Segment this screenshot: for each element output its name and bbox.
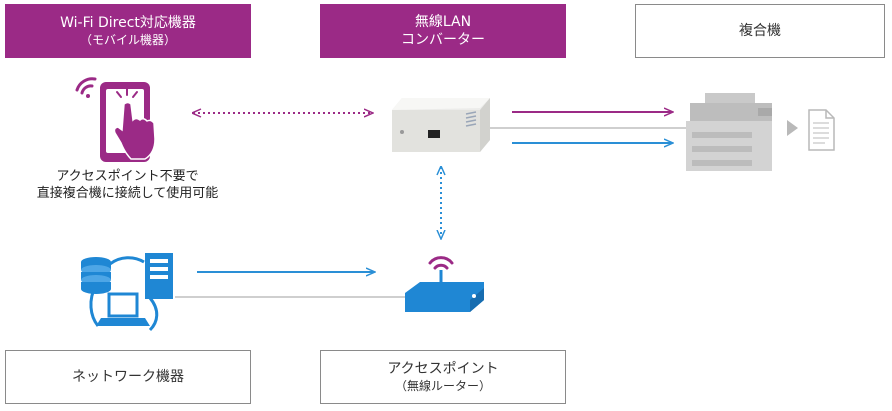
network-devices-icon (81, 253, 173, 332)
laptop-icon (96, 292, 150, 326)
wireless-lan-converter-label: 無線LAN コンバーター (320, 4, 566, 58)
document-icon (808, 109, 835, 151)
wifi-signal-icon (75, 77, 97, 98)
server-stack-icon (81, 257, 111, 294)
wifi-direct-device-label: Wi-Fi Direct対応機器 （モバイル機器） (5, 4, 251, 58)
access-point-icon (405, 256, 484, 312)
wireless-lan-converter-subtitle: コンバーター (401, 32, 485, 48)
tower-server-icon (145, 253, 173, 299)
access-point-label: アクセスポイント （無線ルーター） (320, 350, 566, 404)
network-device-label: ネットワーク機器 (5, 350, 251, 404)
wifi-direct-device-subtitle: （モバイル機器） (79, 33, 176, 47)
router-wifi-signal-icon (428, 256, 454, 270)
direct-connection-caption-line1: アクセスポイント不要で (56, 169, 199, 184)
mfp-label: 複合機 (635, 4, 885, 58)
output-triangle-icon (787, 120, 798, 136)
access-point-subtitle: （無線ルーター） (394, 379, 491, 393)
mobile-device-icon (75, 77, 156, 162)
wireless-lan-converter-title: 無線LAN (414, 14, 472, 30)
direct-connection-caption: アクセスポイント不要で 直接複合機に接続して使用可能 (10, 168, 245, 202)
access-point-title: アクセスポイント (387, 361, 499, 377)
wireless-lan-converter-icon (392, 98, 490, 152)
mfp-icon (686, 93, 772, 171)
direct-connection-caption-line2: 直接複合機に接続して使用可能 (36, 186, 219, 201)
network-device-title: ネットワーク機器 (72, 369, 184, 385)
wifi-direct-device-title: Wi-Fi Direct対応機器 (60, 15, 196, 31)
mfp-title: 複合機 (739, 23, 781, 39)
